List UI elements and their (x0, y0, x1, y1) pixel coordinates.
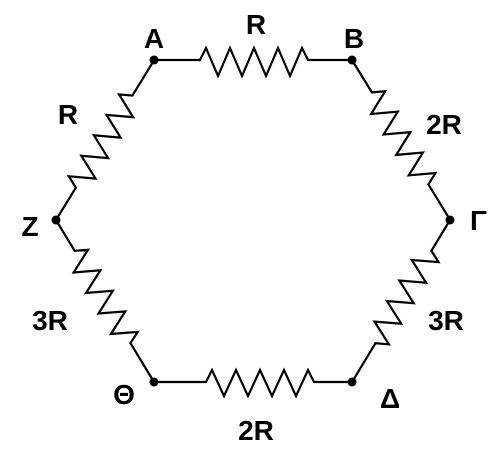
wire-b-gamma-b (427, 183, 452, 222)
wire-z-theta-a (54, 218, 76, 252)
resistor-b-gamma (368, 89, 438, 186)
node-label-b: B (344, 23, 364, 54)
edge-z-theta (54, 218, 155, 382)
edge-a-b (152, 45, 354, 79)
node-label-a: A (144, 23, 164, 54)
edge-b-gamma (350, 58, 452, 222)
node-label-delta: Δ (380, 383, 400, 414)
resistor-label-b-gamma: 2R (426, 109, 462, 140)
wire-z-a-b (131, 58, 156, 97)
node-dot-z (51, 215, 61, 225)
edge-theta-delta (152, 367, 354, 399)
resistor-z-a (66, 93, 136, 189)
wire-b-gamma-a (350, 58, 373, 94)
wire-gamma-delta-a (430, 218, 452, 252)
node-label-gamma: Γ (470, 205, 487, 236)
node-dot-theta (149, 377, 159, 387)
node-label-z: Z (21, 211, 38, 242)
resistor-label-z-a: R (58, 99, 78, 130)
edge-gamma-delta (351, 218, 452, 382)
wire-z-theta-b (129, 342, 155, 382)
resistor-gamma-delta (372, 249, 441, 346)
node-dot-b (347, 55, 357, 65)
resistor-label-theta-z: 3R (32, 305, 68, 336)
node-dot-gamma (445, 215, 455, 225)
wire-z-a-a (54, 186, 77, 222)
resistor-label-delta-theta: 2R (238, 415, 274, 446)
node-dot-delta (347, 377, 357, 387)
resistor-a-b (198, 45, 310, 79)
resistor-label-gamma-delta: 3R (428, 305, 464, 336)
resistor-label-a-b: R (246, 9, 266, 40)
resistor-z-theta (71, 248, 140, 345)
resistor-theta-delta (204, 367, 316, 399)
wire-gamma-delta-b (351, 342, 377, 382)
node-dot-a (149, 55, 159, 65)
node-label-theta: Θ (113, 379, 135, 410)
edge-z-a (54, 58, 156, 222)
